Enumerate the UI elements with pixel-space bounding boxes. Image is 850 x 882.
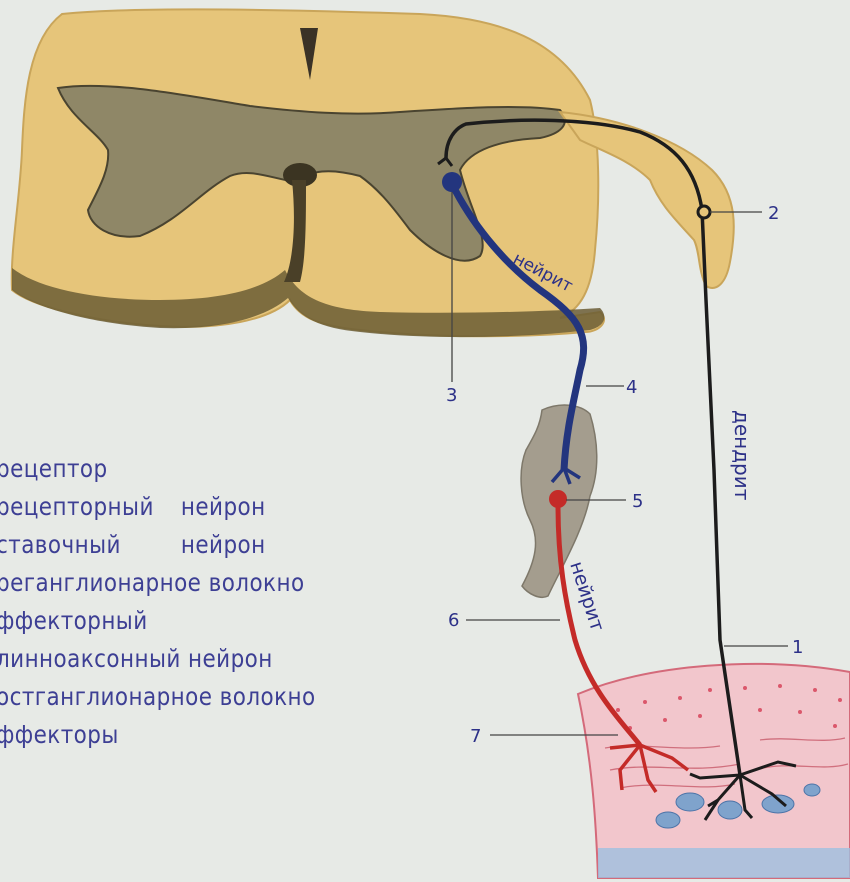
legend-text: нейрон [181,526,266,564]
legend-text: остганглионарное волокно [0,682,316,711]
legend-item-5: ффекторный [0,602,316,640]
legend-text: рецептор [0,454,108,483]
legend-item-6: линноаксонный нейрон [0,640,316,678]
legend-text: нейрон [181,488,266,526]
label-number-7: 7 [470,726,481,747]
legend-item-7: остганглионарное волокно [0,678,316,716]
intercalary-neuron-body [442,172,462,192]
legend-item-1: рецептор [0,450,316,488]
legend-text: рецепторный [0,492,154,521]
legend-item-3: ставочный нейрон [0,526,316,564]
legend-text: ффекторы [0,720,119,749]
legend-item-8: ффекторы [0,716,316,754]
label-number-1: 1 [792,637,803,658]
effector-neuron-body [549,490,567,508]
legend-text: реганглионарное волокно [0,568,305,597]
label-number-3: 3 [446,385,457,406]
legend-item-4: реганглионарное волокно [0,564,316,602]
label-number-6: 6 [448,610,459,631]
label-number-4: 4 [626,377,637,398]
legend-text: ставочный [0,530,121,559]
legend-item-2: рецепторный нейрон [0,488,316,526]
sensory-neuron-body [698,206,710,218]
legend-text: линноаксонный нейрон [0,644,273,673]
legend: рецептор рецепторный нейрон ставочный не… [0,450,316,754]
label-number-2: 2 [768,203,779,224]
label-dendrite: дендрит [730,410,754,501]
legend-text: ффекторный [0,606,148,635]
label-number-5: 5 [632,491,643,512]
